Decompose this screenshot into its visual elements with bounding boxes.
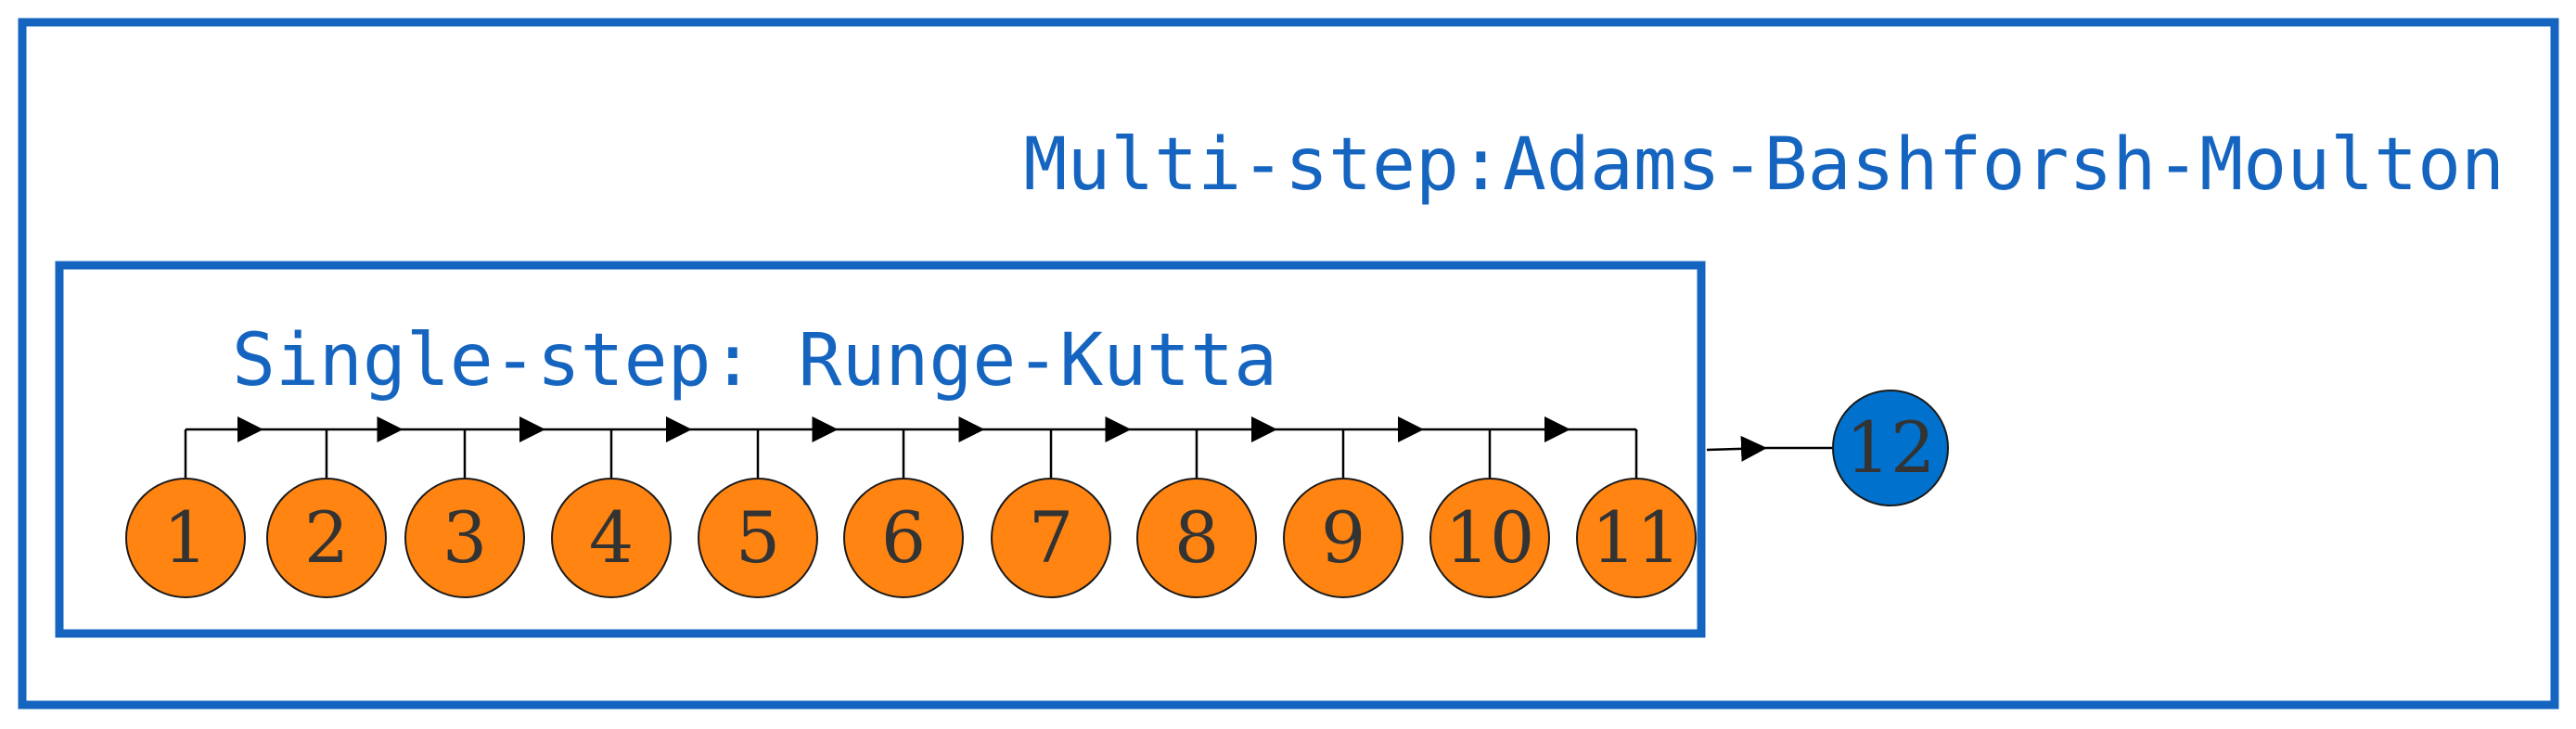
step-node-circle (266, 478, 387, 598)
step-node-12: 12 (1832, 390, 1949, 506)
step-node-1: 1 (125, 478, 246, 598)
step-node-10: 10 (1429, 478, 1550, 598)
step-node-label: 3 (442, 496, 487, 579)
step-node-circle (1576, 478, 1697, 598)
step-node-8: 8 (1136, 478, 1257, 598)
step-node-circle (125, 478, 246, 598)
step-node-label: 1 (163, 496, 208, 579)
step-node-circle (1429, 478, 1550, 598)
step-node-circle (698, 478, 818, 598)
step-node-label: 5 (736, 496, 780, 579)
step-node-5: 5 (698, 478, 818, 598)
step-connectors (184, 416, 1833, 479)
step-node-label: 6 (881, 496, 926, 579)
single-step-label: Single-step: Runge-Kutta (232, 319, 1277, 403)
step-node-6: 6 (843, 478, 964, 598)
step-node-label: 9 (1321, 496, 1365, 579)
step-node-label: 10 (1445, 496, 1535, 579)
step-node-circle (1283, 478, 1403, 598)
step-node-label: 12 (1846, 406, 1936, 489)
step-node-circle (843, 478, 964, 598)
connector-to-multi (1706, 435, 1768, 462)
step-node-4: 4 (551, 478, 672, 598)
step-node-2: 2 (266, 478, 387, 598)
single-step-frame (55, 261, 1706, 638)
multi-step-label: Multi-step:Adams-Bashforsh-Moulton (1023, 123, 2505, 207)
step-node-3: 3 (404, 478, 525, 598)
step-node-label: 2 (304, 496, 349, 579)
step-node-9: 9 (1283, 478, 1403, 598)
step-node-label: 8 (1174, 496, 1219, 579)
step-node-7: 7 (991, 478, 1111, 598)
step-node-label: 4 (589, 496, 634, 579)
step-node-11: 11 (1576, 478, 1697, 598)
step-node-circle (1136, 478, 1257, 598)
step-node-circle (551, 478, 672, 598)
step-node-label: 7 (1029, 496, 1073, 579)
step-node-label: 11 (1592, 496, 1682, 579)
step-node-circle (404, 478, 525, 598)
multi-step-frame (18, 18, 2559, 710)
step-node-circle (991, 478, 1111, 598)
step-node-circle (1832, 390, 1949, 506)
